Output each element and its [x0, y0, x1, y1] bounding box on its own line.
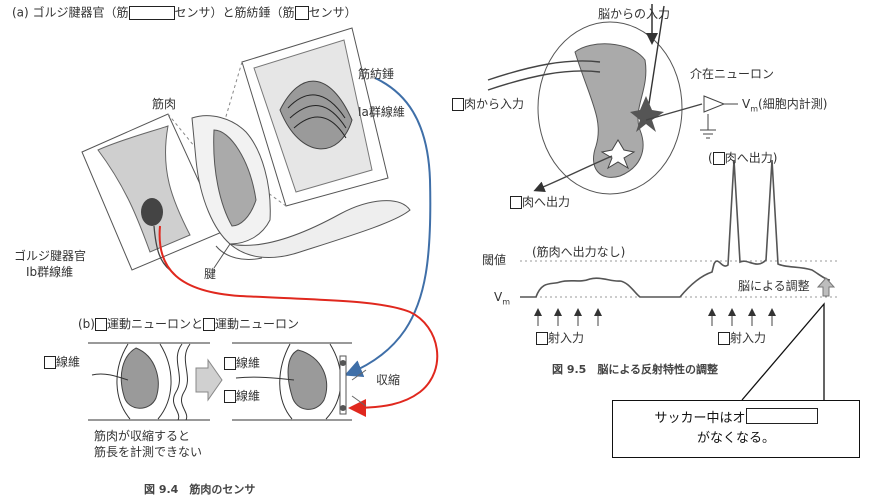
caption-fig94: 図 9.4 筋肉のセンサ — [144, 483, 256, 496]
label-brain-input: 脳からの入力 — [598, 7, 671, 21]
callout-line1: サッカー中はオ — [613, 408, 859, 429]
label-output-paren: ( 肉へ出力) — [708, 152, 777, 165]
label-spindle: 筋紡錘 — [358, 67, 395, 81]
paren-open: ( — [708, 151, 713, 165]
panel-b-title: (b) 運動ニューロンと運動ニューロン — [78, 318, 299, 331]
blank-box[interactable] — [224, 390, 236, 403]
blue-pathway-arrow — [344, 77, 432, 378]
vm-axis-letter: V — [494, 290, 503, 304]
blank-box[interactable] — [452, 98, 464, 111]
fiber-text: 線維 — [236, 356, 261, 370]
label-contraction: 収縮 — [376, 373, 401, 387]
label-modulation: 脳による調整 — [738, 279, 810, 293]
caption-fig95: 図 9.5 脳による反射特性の調整 — [552, 363, 718, 376]
transition-arrow — [195, 358, 223, 402]
muscle-contracted — [232, 342, 367, 421]
blank-box[interactable] — [224, 357, 236, 370]
note-line2: 筋長を計測できない — [94, 445, 203, 459]
panel-b-title-pre: (b) — [78, 317, 95, 331]
blank-box[interactable] — [718, 332, 730, 345]
label-muscle: 筋肉 — [152, 97, 177, 111]
label-shot-input-right: 射入力 — [718, 332, 766, 345]
label-ib-fiber: Ib群線維 — [26, 265, 74, 279]
golgi-inset — [81, 113, 263, 271]
blank-box[interactable] — [294, 6, 309, 20]
panel-a-title-post: センサ） — [308, 5, 357, 20]
panel-a-title: (a) ゴルジ腱器官（筋 センサ）と筋紡錘（筋センサ） — [12, 6, 357, 20]
label-fiber-left: 線維 — [44, 356, 80, 369]
spinal-cord-drawing — [487, 4, 738, 195]
label-input: 肉から入力 — [452, 98, 524, 111]
note-line1: 筋肉が収縮すると — [94, 429, 191, 443]
output-text: 肉へ出力 — [522, 195, 571, 209]
output-paren-text: 肉へ出力) — [724, 151, 778, 165]
vm-axis-sub: m — [502, 297, 511, 307]
blank-box[interactable] — [128, 6, 175, 20]
label-threshold: 閾値 — [482, 253, 507, 267]
label-shot-input-left: 射入力 — [536, 332, 584, 345]
label-vm-axis: Vm — [494, 291, 510, 306]
callout-pointer — [741, 302, 825, 401]
fiber-text: 線維 — [56, 355, 81, 369]
muscle-relaxed — [88, 342, 210, 421]
blank-box[interactable] — [203, 318, 215, 331]
input-text: 肉から入力 — [464, 97, 525, 111]
vm-desc: (細胞内計測) — [758, 97, 828, 111]
panel-a-title-pre: (a) ゴルジ腱器官（筋 — [12, 5, 129, 20]
blank-box[interactable] — [94, 318, 107, 331]
fiber-text: 線維 — [236, 389, 261, 403]
membrane-potential-graph — [520, 159, 838, 326]
blank-box[interactable] — [510, 196, 522, 209]
label-interneuron: 介在ニューロン — [690, 67, 775, 81]
callout-blank[interactable] — [745, 408, 818, 424]
panel-b-title-post: 運動ニューロン — [215, 317, 300, 331]
label-output: 肉へ出力 — [510, 196, 570, 209]
label-tendon: 腱 — [204, 267, 217, 281]
label-golgi: ゴルジ腱器官 — [14, 249, 87, 263]
label-ia-fiber: Ia群線維 — [358, 105, 405, 119]
red-pathway-arrow — [158, 225, 439, 417]
callout-line2: がなくなる。 — [696, 431, 775, 446]
blank-box[interactable] — [712, 152, 725, 165]
shot-input-text: 射入力 — [730, 331, 767, 345]
arm-muscle-drawing — [191, 115, 411, 269]
vm-letter: V — [742, 97, 751, 111]
callout-line1-text: サッカー中はオ — [654, 411, 746, 426]
panel-b-title-mid: 運動ニューロンと — [106, 317, 203, 331]
blank-box[interactable] — [44, 356, 56, 369]
shot-input-text: 射入力 — [548, 331, 585, 345]
spindle-inset — [221, 27, 389, 207]
vm-sub: m — [750, 104, 759, 114]
label-fiber-right-bottom: 線維 — [224, 390, 260, 403]
label-no-output: (筋肉へ出力なし) — [532, 245, 626, 259]
callout-box: サッカー中はオ がなくなる。 — [612, 400, 860, 458]
label-vm-measure: Vm(細胞内計測) — [742, 98, 827, 113]
blank-box[interactable] — [536, 332, 548, 345]
panel-a-title-mid: センサ）と筋紡錘（筋 — [174, 5, 295, 20]
label-fiber-right-top: 線維 — [224, 357, 260, 370]
